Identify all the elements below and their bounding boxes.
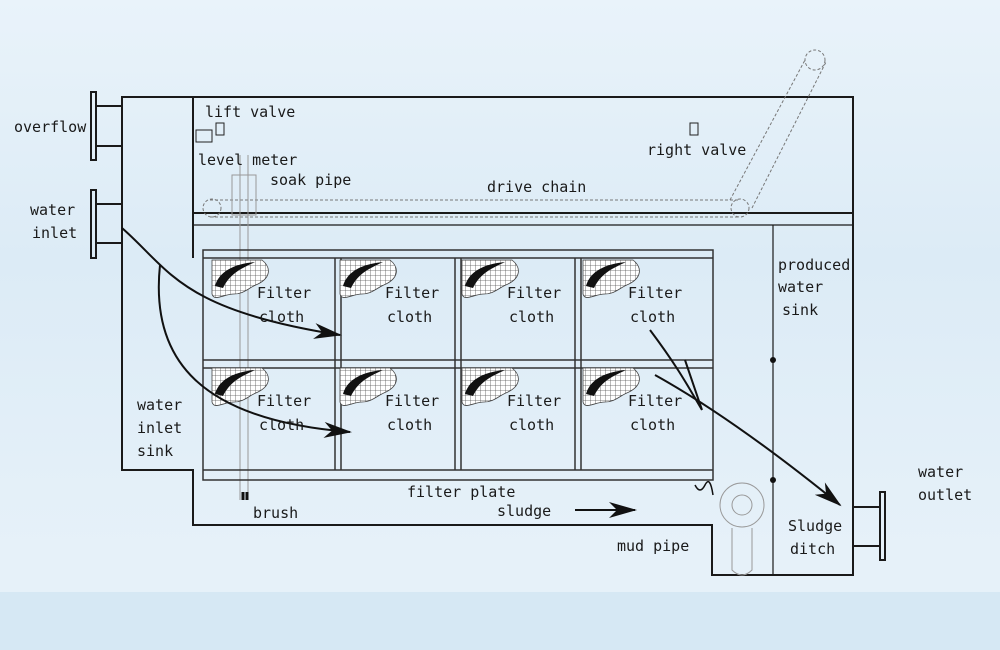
label-filter-cloth: Filter — [507, 284, 561, 302]
label-filter-cloth: Filter — [257, 392, 311, 410]
label-filter-cloth: Filter — [628, 284, 682, 302]
overflow-flange — [90, 91, 122, 161]
label-filter-cloth: Filter — [507, 392, 561, 410]
label-filter-cloth: cloth — [387, 416, 432, 434]
label-filter-cloth: cloth — [630, 308, 675, 326]
label-inlet-sink-3: sink — [137, 442, 173, 460]
label-level-meter: level meter — [198, 151, 297, 169]
filter-cloth-icon — [211, 367, 269, 406]
label-filter-cloth: cloth — [509, 416, 554, 434]
label-filter-cloth: Filter — [385, 284, 439, 302]
filter-cloth-icon — [582, 367, 640, 406]
label-water-inlet-2: inlet — [32, 224, 77, 242]
label-right-valve: right valve — [647, 141, 746, 159]
lift-valve-box — [215, 122, 225, 136]
mud-pipe — [719, 482, 765, 576]
drive-chain — [202, 49, 827, 218]
label-produced-3: sink — [782, 301, 818, 319]
label-sludge: sludge — [497, 502, 551, 520]
label-water-inlet-sink: water — [137, 396, 182, 414]
filter-frame — [202, 249, 714, 481]
label-filter-cloth: cloth — [509, 308, 554, 326]
label-water-outlet: water — [918, 463, 963, 481]
label-sludge-ditch: Sludge — [788, 517, 842, 535]
label-filter-cloth: cloth — [259, 416, 304, 434]
filter-cloth-icon — [339, 259, 397, 298]
filter-cloth-icon — [461, 367, 519, 406]
label-filter-cloth: cloth — [259, 308, 304, 326]
water-outlet-flange — [853, 491, 886, 561]
filter-cloth-icon — [461, 259, 519, 298]
filter-cloth-icon — [211, 259, 269, 298]
label-lift-valve: lift valve — [205, 103, 295, 121]
label-filter-cloth: Filter — [385, 392, 439, 410]
label-sludge-ditch-2: ditch — [790, 540, 835, 558]
label-water-inlet: water — [30, 201, 75, 219]
label-drive-chain: drive chain — [487, 178, 586, 196]
filter-cloth-icons — [211, 259, 640, 406]
label-filter-cloth: cloth — [630, 416, 675, 434]
flow-arrows — [121, 227, 842, 518]
right-valve-box — [689, 122, 699, 136]
label-overflow: overflow — [14, 118, 87, 136]
label-filter-cloth: Filter — [257, 284, 311, 302]
level-meter-box — [195, 129, 213, 143]
filter-cloth-icon — [582, 259, 640, 298]
label-filter-plate: filter plate — [407, 483, 515, 501]
label-filter-cloth: cloth — [387, 308, 432, 326]
label-water-outlet-2: outlet — [918, 486, 972, 504]
filter-cloth-icon — [339, 367, 397, 406]
water-inlet-flange — [90, 189, 122, 259]
bottom-band — [0, 592, 1000, 650]
label-brush: brush — [253, 504, 298, 522]
label-produced-water-sink: produced — [778, 256, 850, 274]
label-mud-pipe: mud pipe — [617, 537, 689, 555]
label-inlet-sink-2: inlet — [137, 419, 182, 437]
label-filter-cloth: Filter — [628, 392, 682, 410]
label-soak-pipe: soak pipe — [270, 171, 351, 189]
label-produced-2: water — [778, 278, 823, 296]
soak-pipe — [231, 155, 257, 500]
tank-walls — [121, 96, 854, 576]
